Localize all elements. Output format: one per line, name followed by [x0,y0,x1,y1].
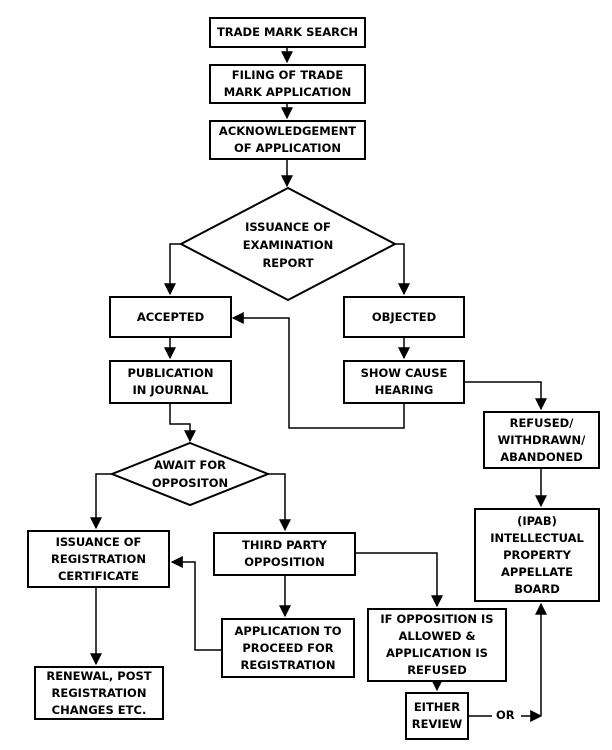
examination-report-diamond [178,186,398,302]
opposition-allowed-box: IF OPPOSITION IS ALLOWED & APPLICATION I… [367,608,507,682]
filing-box: FILING OF TRADE MARK APPLICATION [209,64,366,104]
edge-examination-to-accepted [164,243,181,296]
renewal-box: RENEWAL, POST REGISTRATION CHANGES ETC. [34,666,164,720]
acknowledgement-box: ACKNOWLEDGEMENT OF APPLICATION [209,120,366,160]
edge-proceed-to-registration [170,556,221,651]
trade-mark-search-box: TRADE MARK SEARCH [209,17,366,48]
edge-await-to-third-party [268,473,291,532]
edge-third-party-to-opposition-allowed [356,552,443,608]
accepted-box: ACCEPTED [109,296,232,338]
either-review-box: EITHER REVIEW [405,692,469,740]
show-cause-box: SHOW CAUSE HEARING [343,360,465,404]
examination-report-label: ISSUANCE OF EXAMINATION REPORT [242,220,334,270]
or-label: OR [496,708,515,722]
publication-box: PUBLICATION IN JOURNAL [109,360,232,404]
objected-box: OBJECTED [343,296,465,338]
refused-box: REFUSED/ WITHDRAWN/ ABANDONED [483,411,600,469]
edge-publication-to-await [169,404,196,443]
edge-show-cause-to-accepted [231,312,405,429]
edge-show-cause-to-refused [464,381,547,411]
edge-examination-to-objected [395,243,410,296]
proceed-box: APPLICATION TO PROCEED FOR REGISTRATION [221,618,355,678]
edge-await-to-registration [90,473,112,530]
third-party-box: THIRD PARTY OPPOSITION [213,532,356,576]
registration-certificate-box: ISSUANCE OF REGISTRATION CERTIFICATE [27,530,170,588]
await-opposition-label: AWAIT FOR OPPOSITON [151,458,229,490]
ipab-box: (IPAB) INTELLECTUAL PROPERTY APPELLATE B… [474,508,600,602]
await-opposition-diamond [109,441,271,507]
